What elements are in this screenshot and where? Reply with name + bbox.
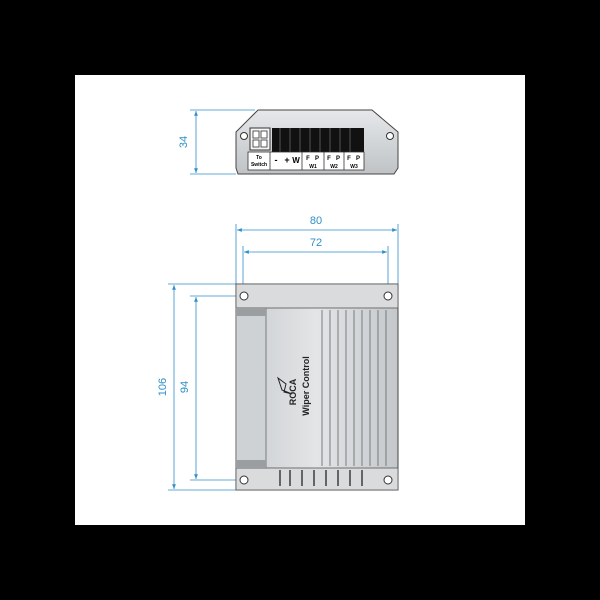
label-w2: W2 (330, 164, 338, 170)
terminal-block (272, 128, 364, 152)
end-cap-shade-top (236, 308, 266, 316)
bottom-vents (279, 470, 363, 486)
dimension-height-side-label: 34 (178, 136, 190, 148)
mounting-hole-bottom-right (383, 475, 393, 485)
label-p1: P (315, 156, 319, 162)
label-f1: F (306, 156, 310, 162)
mounting-hole-top-right (383, 291, 393, 301)
left-end-cap (235, 307, 267, 469)
brand-name: ROCA (288, 378, 298, 405)
label-p3: P (356, 156, 360, 162)
label-f3: F (347, 156, 351, 162)
connector-pin (252, 130, 260, 139)
mounting-hole-top-left (239, 291, 249, 301)
label-w3: W3 (350, 164, 358, 170)
dimension-overall-height (168, 283, 236, 491)
bottom-flange (235, 467, 399, 491)
mounting-hole-bottom-left (239, 475, 249, 485)
label-f2: F (327, 156, 331, 162)
side-view: To Switch - + W F P W1 F P W2 F P W3 34 (178, 109, 399, 175)
product-name: Wiper Control (301, 356, 311, 415)
dimension-height-side (190, 109, 255, 175)
label-minus: - (275, 155, 278, 165)
end-cap-shade-bottom (236, 460, 266, 468)
label-w: W (292, 156, 300, 165)
label-p2: P (336, 156, 340, 162)
terminal-label-strip (247, 151, 365, 171)
label-plus: + (284, 155, 289, 165)
connector-pin (252, 139, 260, 148)
cooling-fins (321, 310, 387, 466)
side-view-hole-left (240, 132, 248, 140)
dimension-overall-width-label: 80 (310, 215, 322, 227)
dimension-overall-height-label: 106 (157, 378, 169, 396)
label-switch: Switch (251, 162, 267, 168)
dimension-hole-spacing-height-label: 94 (179, 381, 191, 393)
side-view-hole-right (386, 132, 394, 140)
dimension-hole-spacing-height (190, 295, 240, 481)
top-flange (235, 283, 399, 309)
label-to: To (256, 155, 262, 161)
dimension-overall-width (235, 224, 399, 288)
dimension-hole-spacing-width-label: 72 (310, 237, 322, 249)
label-w1: W1 (309, 164, 317, 170)
connector-pin (260, 139, 268, 148)
logo-mark (277, 376, 293, 395)
connector-pin (260, 130, 268, 139)
front-view: 80 72 106 94 (157, 215, 399, 491)
brand-logo (277, 376, 293, 395)
terminal-slots (279, 128, 351, 152)
